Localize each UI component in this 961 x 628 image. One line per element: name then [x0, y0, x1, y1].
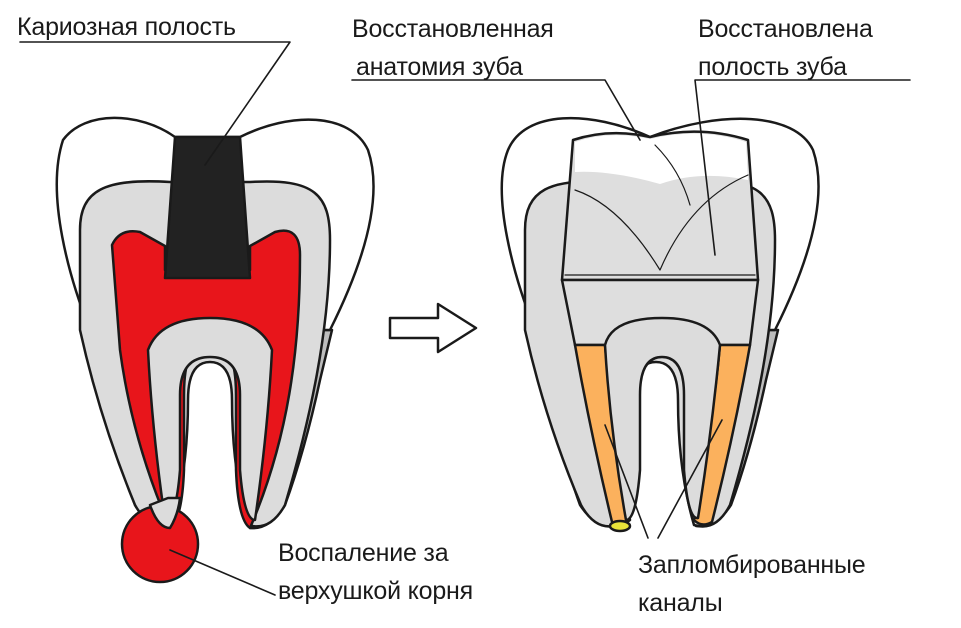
leader-cavity [694, 79, 911, 256]
left-inner-dentin [146, 316, 274, 522]
leader-inflammation [169, 549, 276, 596]
label-restored-cavity-line2: полость зуба [698, 53, 847, 81]
restored-tooth [500, 116, 820, 533]
label-inflammation-line1: Воспаление за [278, 539, 449, 567]
label-filled-canals-line1: Запломбированные [638, 551, 866, 579]
label-restored-anatomy-line2: анатомия зуба [356, 53, 523, 81]
leader-canal-right [657, 419, 723, 539]
label-caries-cavity: Кариозная полость [17, 13, 236, 41]
right-arrow-icon [388, 302, 478, 354]
label-restored-cavity-line1: Восстановлена [698, 15, 873, 43]
label-restored-anatomy-line1: Восстановленная [352, 15, 554, 43]
restoration-contour [564, 144, 756, 276]
label-filled-canals-line2: каналы [638, 589, 723, 617]
left-root-tips [148, 496, 182, 530]
leader-lines [19, 41, 911, 596]
leader-caries [19, 41, 291, 166]
label-inflammation-line2: верхушкой корня [278, 577, 473, 605]
leader-canal-left [604, 424, 649, 539]
caries-cavity [163, 135, 252, 280]
apex-seal [608, 519, 632, 533]
leader-anatomy [351, 79, 641, 141]
right-inner-dentin [603, 316, 722, 522]
diseased-tooth [55, 116, 375, 584]
